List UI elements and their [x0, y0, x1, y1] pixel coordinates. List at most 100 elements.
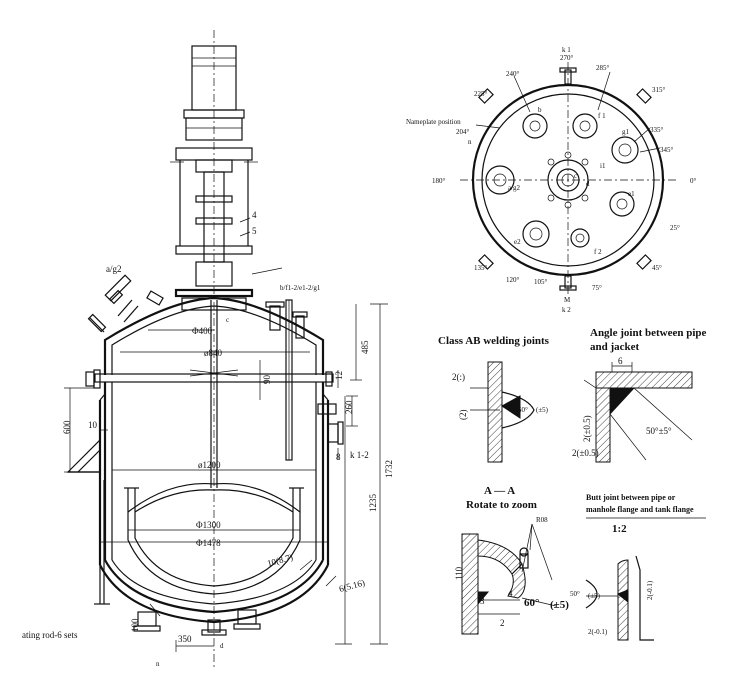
detail-aa-title-1: A — A: [484, 485, 515, 497]
nozzle-ag2: [87, 274, 164, 333]
detail-angle-2b: 2(±0.5): [572, 448, 599, 458]
label-600: 600: [62, 420, 72, 434]
tv-label-180: 180°: [432, 177, 446, 185]
jacket-nozzles: [85, 369, 344, 445]
label-10-87: 10(8.7): [266, 552, 294, 568]
detail-ab-welding: Class AB welding joints 2(:) (2) 50° (±5…: [438, 335, 550, 463]
label-n: n: [156, 660, 160, 668]
detail-butt-50: 50°: [570, 590, 580, 598]
support-lug: [66, 438, 101, 473]
tv-label-b: b: [538, 106, 542, 114]
detail-ab-2: 2(:): [452, 372, 465, 382]
label-heating-rods: ating rod-6 sets: [22, 630, 78, 640]
dimension-lines: [64, 217, 388, 652]
tv-label-c: c: [574, 172, 577, 180]
tv-label-e1: e1: [628, 190, 635, 198]
detail-butt-pm5: (±5): [588, 592, 601, 600]
tv-label-120: 120°: [506, 276, 520, 284]
tv-label-225: 225°: [474, 90, 488, 98]
tv-label-240: 240°: [506, 70, 520, 78]
label-485: 485: [360, 340, 370, 354]
tv-label-g1: g1: [622, 128, 630, 136]
detail-angle-title-1: Angle joint between pipe: [590, 327, 707, 339]
label-8: 8: [336, 452, 341, 462]
label-12: 12: [334, 371, 344, 380]
tv-label-25: 25°: [670, 224, 680, 232]
tv-label-k1: k 1: [562, 46, 571, 54]
label-phi1300: Φ1300: [196, 520, 221, 530]
vessel-shell: [94, 296, 334, 624]
tv-label-75: 75°: [592, 284, 602, 292]
detail-butt-2a: 2(-0.1): [646, 580, 654, 600]
tv-label-f2: f 2: [594, 248, 602, 256]
label-d: d: [220, 642, 224, 650]
tv-label-n: n: [468, 138, 472, 146]
motor: [183, 45, 245, 141]
nozzle-group-right: [265, 299, 308, 461]
bottom-outlets: [133, 603, 261, 636]
label-350: 350: [178, 634, 192, 644]
detail-butt-scale: 1:2: [612, 523, 627, 535]
label-phi1200: ø1200: [198, 460, 221, 470]
label-10: 10: [88, 420, 98, 430]
label-phi840: ø840: [204, 348, 223, 358]
tv-label-204: 204°: [456, 128, 470, 136]
detail-angle-title-2: and jacket: [590, 341, 640, 353]
label-6-516: 6(5.16): [338, 577, 366, 593]
label-k12: k 1-2: [350, 450, 369, 460]
detail-ab-pm5: (±5): [536, 406, 549, 414]
detail-butt-joint: Butt joint between pipe or manhole flang…: [570, 493, 706, 641]
tv-label-45: 45°: [652, 264, 662, 272]
detail-butt-2b: 2(-0.1): [588, 628, 608, 636]
detail-ab-2b: (2): [458, 410, 468, 421]
detail-ab-title: Class AB welding joints: [438, 335, 550, 347]
label-90: 90: [262, 375, 272, 385]
label-item-5: 5: [252, 226, 257, 236]
tv-label-105: 105°: [534, 278, 548, 286]
label-c: c: [226, 316, 229, 324]
detail-ab-50: 50°: [518, 406, 528, 414]
anchor-agitator: [124, 300, 304, 595]
tv-label-k2: k 2: [562, 306, 571, 314]
detail-aa-2: 2: [500, 618, 505, 628]
detail-aa-title-2: Rotate to zoom: [466, 499, 537, 511]
label-ag2: a/g2: [106, 264, 122, 274]
detail-aa-110: 110: [454, 566, 464, 580]
label-item-4: 4: [252, 210, 257, 220]
tv-label-315: 315°: [652, 86, 666, 94]
top-view: k 1 270° 240° 285° 225° 315° Nameplate p…: [406, 46, 697, 314]
detail-aa-60: 60°: [524, 597, 539, 609]
tv-label-285: 285°: [596, 64, 610, 72]
label-1235: 1235: [368, 494, 378, 513]
label-100: 100: [130, 618, 140, 632]
detail-aa-pm5: (±5): [550, 599, 569, 611]
label-1732: 1732: [384, 460, 394, 478]
detail-angle-2a: 2(±0.5): [582, 415, 592, 442]
tv-label-335: 335°: [650, 126, 664, 134]
tv-label-nameplate: Nameplate position: [406, 118, 461, 126]
detail-butt-title-2: manhole flange and tank flange: [586, 505, 694, 514]
tv-label-0: 0°: [690, 177, 697, 185]
detail-angle-6: 6: [618, 356, 623, 366]
tv-label-e2: e2: [514, 238, 521, 246]
tv-label-135: 135°: [474, 264, 488, 272]
tv-label-270: 270°: [560, 54, 574, 62]
tv-label-m: M: [564, 296, 571, 304]
tv-label-345: 345°: [660, 146, 674, 154]
detail-angle-50: 50°±5°: [646, 426, 672, 436]
detail-aa: A — A Rotate to zoom 110 3 4 2 60° (±5) …: [454, 485, 569, 635]
label-phi1478: Φ1478: [196, 538, 221, 548]
detail-angle-joint: Angle joint between pipe and jacket 6 2(…: [572, 327, 707, 463]
detail-aa-3: 3: [480, 596, 485, 606]
tv-label-i: i1: [600, 162, 606, 170]
tv-label-f1: f 1: [598, 112, 606, 120]
detail-aa-callout: R08: [536, 516, 548, 524]
reactor-main-view: a/g2 4 5 b/f1-2/e1-2/g1 Φ400 c ø840 485 …: [22, 30, 394, 670]
label-phi400: Φ400: [192, 326, 213, 336]
tv-label-d: d: [586, 180, 590, 188]
tv-label-g2: a/g2: [508, 184, 521, 192]
detail-aa-4: 4: [508, 588, 513, 598]
label-260: 260: [344, 400, 354, 414]
detail-butt-title-1: Butt joint between pipe or: [586, 493, 676, 502]
